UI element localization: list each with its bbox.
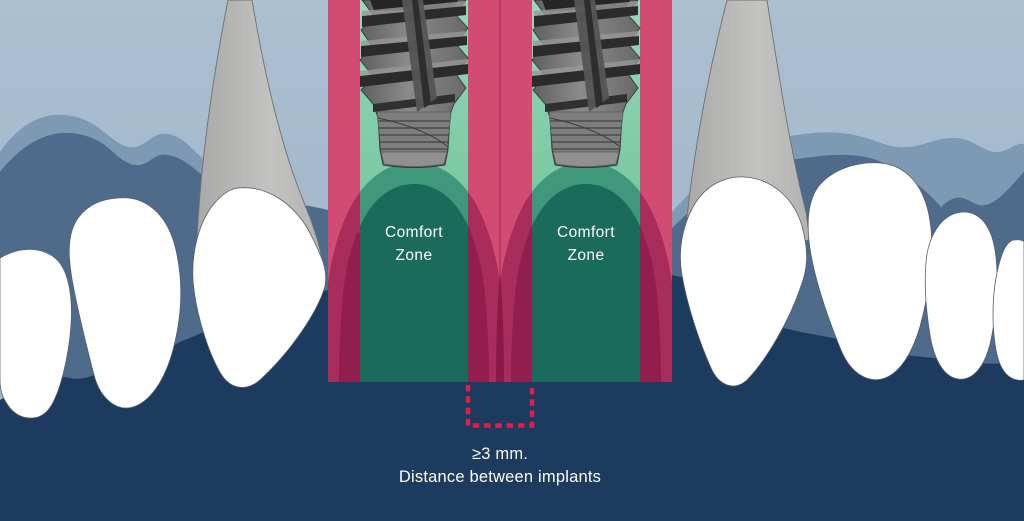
comfort-zone-label-left: Comfort Zone: [334, 221, 494, 267]
teeth-crowns: [0, 162, 1024, 419]
comfort-zone-label-right-line2: Zone: [567, 247, 605, 264]
distance-value: ≥3 mm.: [471, 445, 529, 463]
comfort-zone-label-left-line2: Zone: [395, 247, 433, 264]
implant-block: [328, 0, 672, 382]
tooth-right-4: [992, 239, 1024, 381]
tooth-left-2: [68, 197, 182, 409]
tooth-left-1: [0, 248, 72, 419]
distance-caption: Distance between implants: [398, 468, 602, 486]
comfort-arch-inner-teal: [360, 184, 640, 382]
comfort-zone-label-right-line1: Comfort: [557, 224, 615, 241]
distance-bracket: [465, 385, 535, 428]
tooth-left-canine-crown: [192, 187, 327, 388]
comfort-zone-label-left-line1: Comfort: [385, 224, 443, 241]
comfort-zone-label-right: Comfort Zone: [506, 221, 666, 267]
center-overlap-spike: [496, 272, 504, 382]
tooth-right-canine-crown: [680, 176, 807, 387]
tooth-right-3: [924, 211, 998, 380]
tooth-right-2: [807, 162, 933, 380]
